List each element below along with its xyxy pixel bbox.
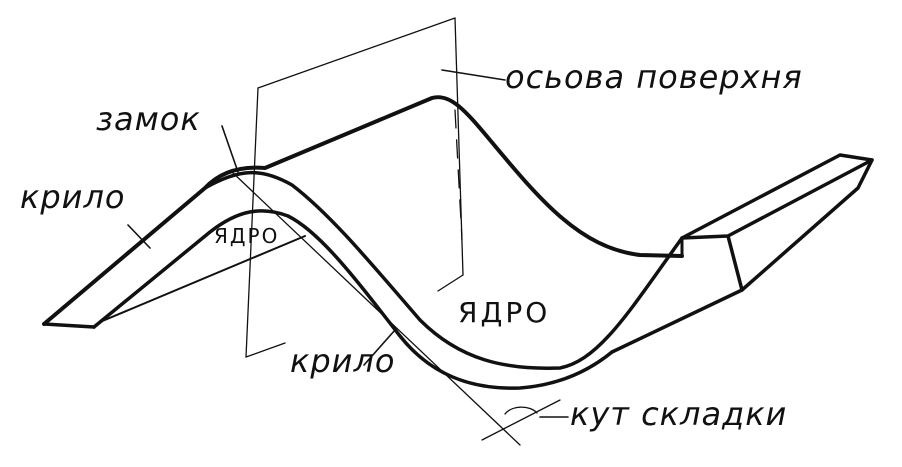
core-left-label: ЯДРО — [214, 224, 280, 248]
right-limb-bottom — [610, 288, 744, 354]
axial-plane — [245, 17, 464, 358]
interlimb-angle-label: кут складки — [570, 395, 788, 433]
left-end-face — [42, 322, 96, 329]
right-limb-side — [726, 158, 874, 292]
leader-lines — [127, 69, 569, 418]
hinge-label: замок — [96, 100, 201, 138]
axial-surface-label: осьова поверхня — [505, 58, 803, 96]
right-limb-top — [680, 153, 874, 240]
fold-front-bottom-edge — [92, 209, 614, 390]
limb-bottom-label: крило — [290, 342, 396, 380]
limb-left-label: крило — [20, 178, 126, 216]
core-center-label: ЯДРО — [458, 296, 551, 329]
inner-limb-line — [99, 235, 306, 323]
interlimb-angle-lines — [231, 171, 561, 446]
fold-front-top-edge — [203, 170, 684, 370]
fold-top-surface-edge — [42, 95, 684, 326]
